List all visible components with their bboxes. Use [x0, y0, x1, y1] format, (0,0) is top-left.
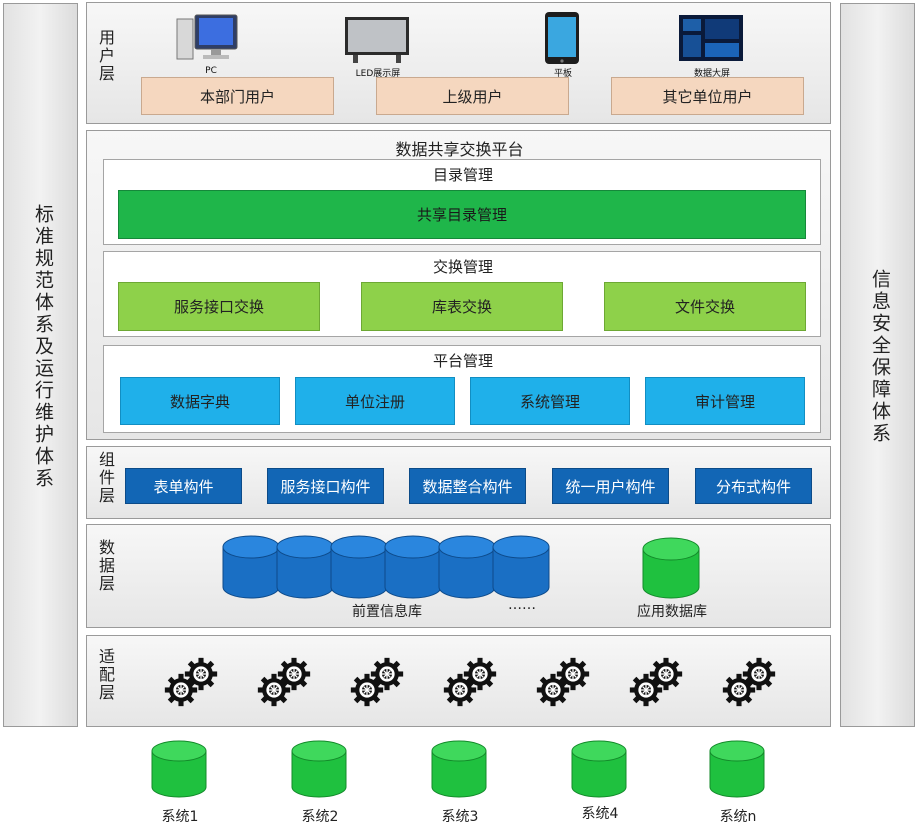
gear-icon: [164, 657, 218, 707]
system-label-3: 系统3: [441, 809, 479, 825]
data-layer: 数据层 前置信息库 …… 应用数据库: [86, 524, 831, 628]
device-label-tablet: 平板: [553, 69, 572, 79]
device-label-dashboard: 数据大屏: [693, 69, 730, 79]
user-layer: 用户层 PC LED展示屏 平板 数据大屏 本部门用户 上级用户 其它单位用户: [86, 2, 831, 124]
gear-icon: [350, 657, 404, 707]
gear-icon: [629, 657, 683, 707]
system-label-1: 系统1: [161, 809, 199, 825]
unit-registration: 单位注册: [295, 377, 455, 425]
system-db-icon: [709, 740, 765, 798]
gear-icon: [257, 657, 311, 707]
exchange-platform: 数据共享交换平台 目录管理 共享目录管理 交换管理 服务接口交换 库表交换 文件…: [86, 130, 831, 440]
right-side-column: 信息安全保障体系: [840, 3, 915, 727]
data-integration-component: 数据整合构件: [409, 468, 526, 504]
unified-user-component: 统一用户构件: [552, 468, 669, 504]
shared-catalog-mgmt: 共享目录管理: [118, 190, 806, 239]
file-exchange: 文件交换: [604, 282, 806, 331]
left-side-column: 标准规范体系及运行维护体系: [3, 3, 78, 727]
exchange-title: 交换管理: [432, 258, 493, 276]
system-management: 系统管理: [470, 377, 630, 425]
component-layer: 组件层 表单构件 服务接口构件 数据整合构件 统一用户构件 分布式构件: [86, 446, 831, 519]
user-other-units: 其它单位用户: [611, 77, 804, 115]
system-label-4: 系统4: [581, 806, 619, 822]
platform-mgmt-title: 平台管理: [432, 352, 493, 370]
gear-icon: [536, 657, 590, 707]
front-db-label: 前置信息库: [352, 604, 422, 620]
system-db-icon: [431, 740, 487, 798]
app-db-icon: [642, 537, 700, 599]
service-interface-exchange: 服务接口交换: [118, 282, 320, 331]
left-side-label: 标准规范体系及运行维护体系: [32, 204, 54, 490]
catalog-title: 目录管理: [432, 166, 493, 184]
distributed-component: 分布式构件: [695, 468, 812, 504]
adapter-layer: 适配层: [86, 635, 831, 727]
service-interface-component: 服务接口构件: [267, 468, 384, 504]
table-exchange: 库表交换: [361, 282, 563, 331]
app-db-label: 应用数据库: [637, 604, 707, 620]
user-layer-label: 用户层: [96, 29, 115, 83]
user-superior: 上级用户: [376, 77, 569, 115]
device-label-led: LED展示屏: [355, 69, 401, 79]
right-side-label: 信息安全保障体系: [869, 269, 891, 445]
audit-management: 审计管理: [645, 377, 805, 425]
platform-title: 数据共享交换平台: [395, 140, 524, 159]
platform-mgmt-section: 平台管理 数据字典 单位注册 系统管理 审计管理: [103, 345, 821, 433]
exchange-section: 交换管理 服务接口交换 库表交换 文件交换: [103, 251, 821, 337]
data-layer-label: 数据层: [96, 539, 115, 593]
data-dictionary: 数据字典: [120, 377, 280, 425]
front-db-cluster-icon: [222, 535, 550, 599]
catalog-section: 目录管理 共享目录管理: [103, 159, 821, 245]
led-screen-icon: [345, 17, 409, 63]
device-label-pc: PC: [205, 66, 217, 76]
pc-icon: [176, 14, 238, 60]
system-label-2: 系统2: [301, 809, 339, 825]
system-db-icon: [291, 740, 347, 798]
gear-icon: [443, 657, 497, 707]
system-db-icon: [151, 740, 207, 798]
adapter-layer-label: 适配层: [96, 648, 115, 702]
gear-icon: [722, 657, 776, 707]
tablet-icon: [545, 12, 579, 64]
system-db-icon: [571, 740, 627, 798]
dashboard-screen-icon: [679, 15, 743, 61]
db-ellipsis: ……: [508, 597, 536, 613]
user-local-dept: 本部门用户: [141, 77, 334, 115]
form-component: 表单构件: [125, 468, 242, 504]
component-layer-label: 组件层: [96, 451, 115, 505]
system-label-n: 系统n: [719, 809, 757, 825]
